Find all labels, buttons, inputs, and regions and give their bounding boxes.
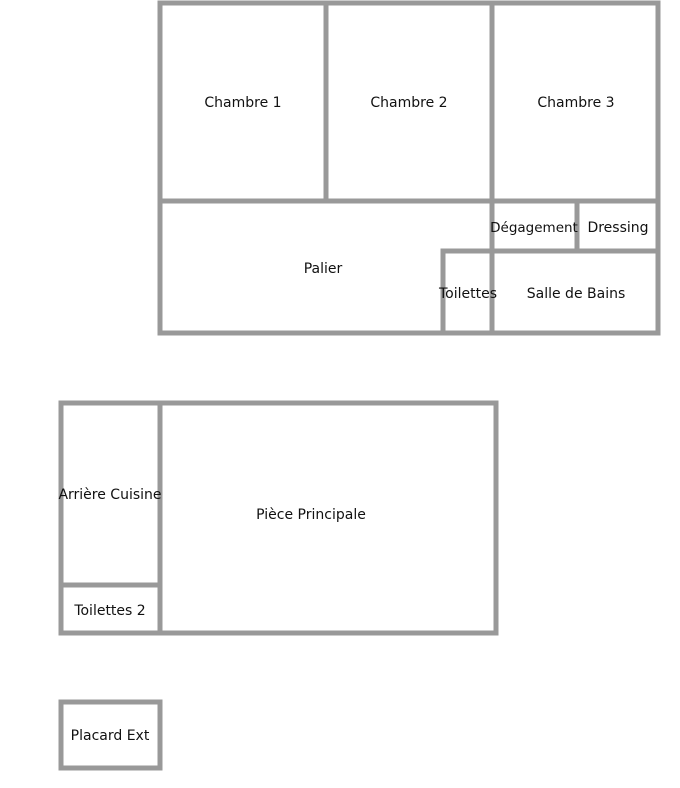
dressing-label: Dressing	[587, 220, 648, 236]
upper-floor: Chambre 1 Chambre 2 Chambre 3 Palier Dég…	[157, 0, 661, 336]
arriere-cuisine-label: Arrière Cuisine	[58, 487, 161, 503]
salle-de-bains-label: Salle de Bains	[527, 286, 626, 302]
chambre-3-label: Chambre 3	[537, 95, 614, 111]
outside-structures: Placard Ext	[58, 699, 163, 771]
palier-room	[157, 198, 661, 336]
toilettes-label: Toilettes	[438, 286, 497, 302]
piece-principale-label: Pièce Principale	[256, 507, 366, 523]
piece-principale-room	[157, 400, 499, 636]
toilettes-2-label: Toilettes 2	[73, 603, 145, 619]
placard-ext-label: Placard Ext	[71, 728, 150, 744]
salle-de-bains-room	[489, 248, 661, 336]
placard-ext-room	[58, 699, 163, 771]
chambre-1-label: Chambre 1	[204, 95, 281, 111]
ground-floor: Arrière Cuisine Pièce Principale Toilett…	[58, 400, 499, 636]
chambre-2-label: Chambre 2	[370, 95, 447, 111]
degagement-label: Dégagement	[490, 220, 578, 236]
palier-label: Palier	[304, 261, 343, 277]
